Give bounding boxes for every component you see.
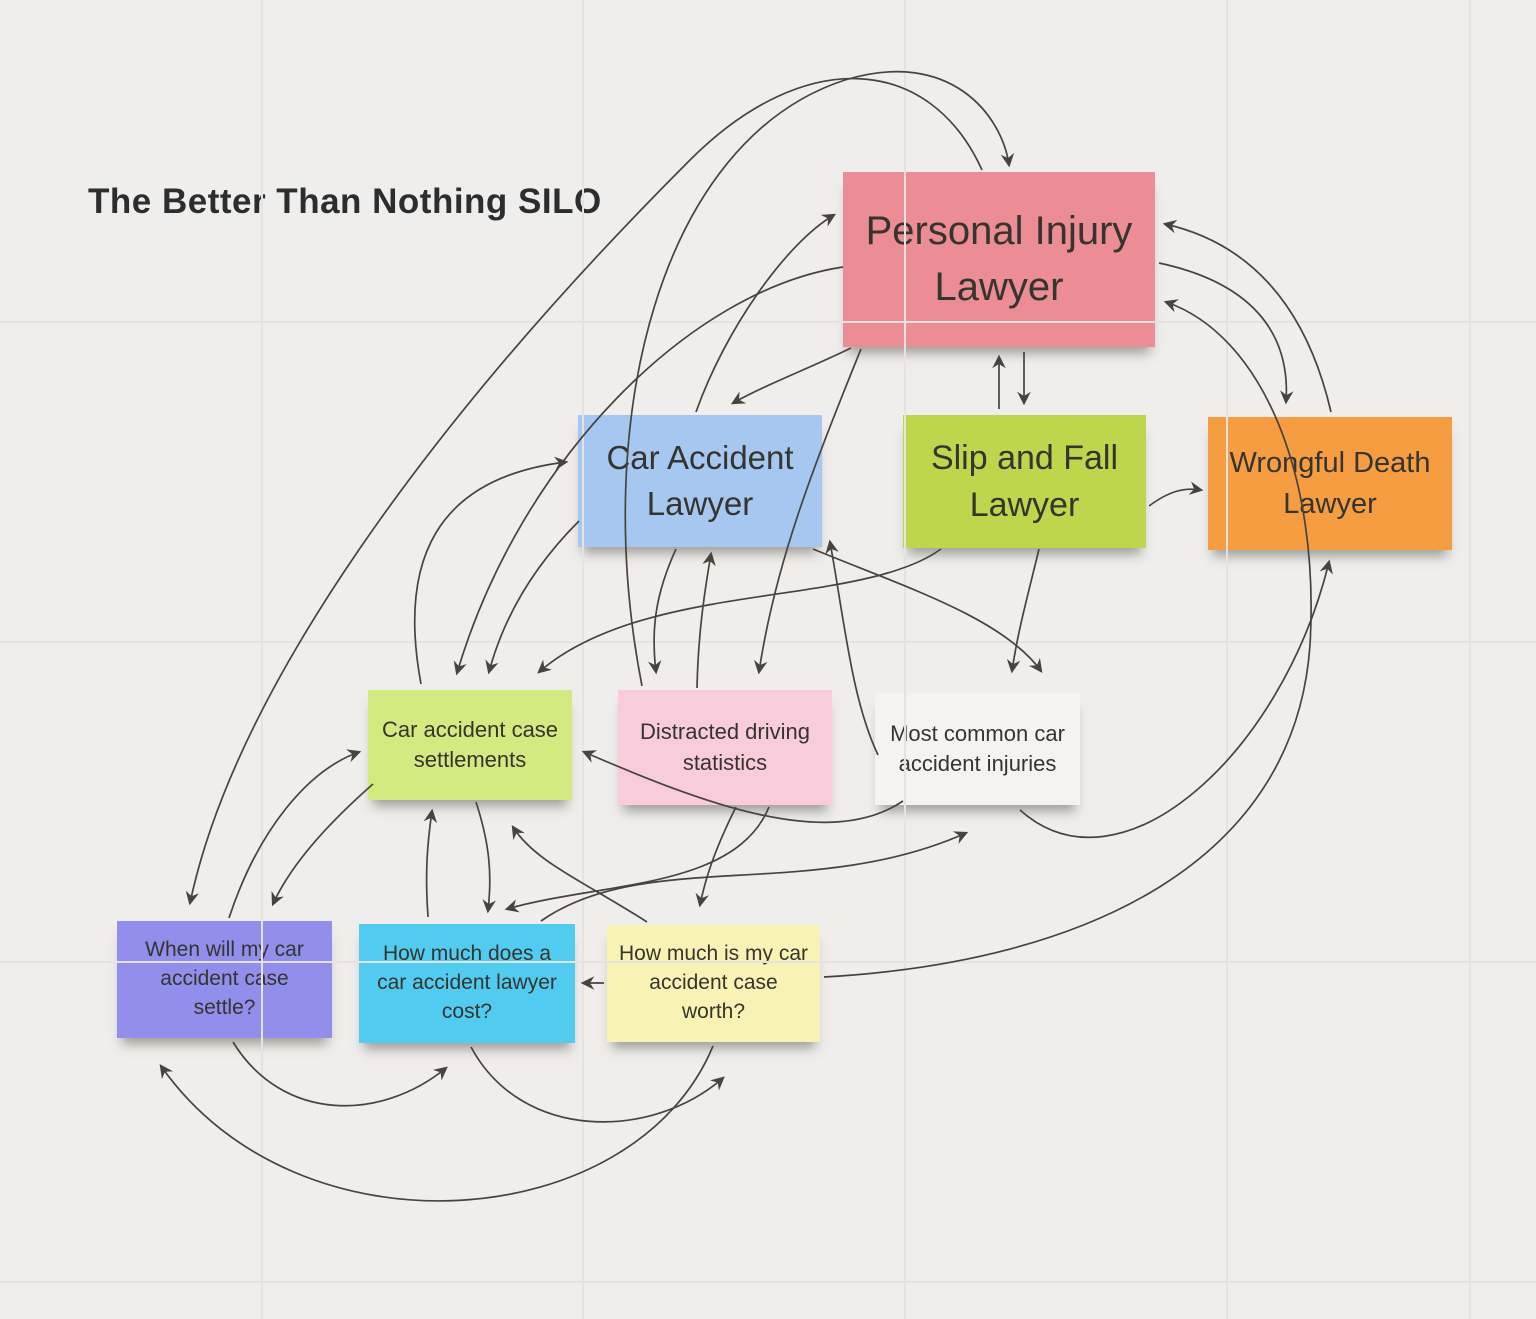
edge-when-will-my-car-accident-case-settle--how-much-does-a-car-accident-lawyer-cost (232, 1041, 448, 1107)
edge-most-common-car-accident-injuries--car-accident-lawyer (825, 539, 879, 756)
note-distracted-driving-statistics[interactable]: Distracted driving statistics (618, 690, 832, 805)
edge-car-accident-lawyer--distracted-driving-statistics (647, 548, 677, 675)
note-label: How much is my car accident case worth? (618, 942, 809, 1023)
note-label: When will my car accident case settle? (145, 938, 304, 1019)
edge-personal-injury-lawyer--car-accident-lawyer (730, 347, 852, 405)
edge-when-will-my-car-accident-case-settle--car-accident-case-settlements (228, 749, 362, 919)
note-personal-injury-lawyer[interactable]: Personal Injury Lawyer (843, 172, 1155, 347)
edge-slip-and-fall-lawyer--most-common-car-accident-injuries (1006, 548, 1040, 674)
note-label: Distracted driving statistics (640, 719, 810, 775)
note-car-accident-lawyer[interactable]: Car Accident Lawyer (578, 415, 822, 547)
note-how-much-does-a-car-accident-lawyer-cost[interactable]: How much does a car accident lawyer cost… (359, 924, 575, 1043)
note-when-will-my-car-accident-case-settle[interactable]: When will my car accident case settle? (117, 921, 332, 1038)
note-slip-and-fall-lawyer[interactable]: Slip and Fall Lawyer (903, 415, 1146, 548)
note-label: Slip and Fall Lawyer (930, 438, 1119, 524)
edge-how-much-is-my-car-accident-case-worth--car-accident-case-settlements (511, 824, 648, 923)
note-label: Most common car accident injuries (890, 720, 1065, 776)
edge-car-accident-lawyer--car-accident-case-settlements (485, 520, 580, 675)
edge-distracted-driving-statistics--personal-injury-lawyer (624, 70, 1015, 687)
note-label: Wrongful Death Lawyer (1229, 447, 1431, 520)
edge-distracted-driving-statistics--how-much-does-a-car-accident-lawyer-cost (504, 806, 770, 913)
diagram-title: The Better Than Nothing SILO (88, 182, 602, 221)
edge-car-accident-lawyer--most-common-car-accident-injuries (812, 548, 1043, 673)
note-wrongful-death-lawyer[interactable]: Wrongful Death Lawyer (1208, 417, 1452, 550)
edge-personal-injury-lawyer--wrongful-death-lawyer (1158, 262, 1294, 405)
edge-car-accident-case-settlements--how-much-does-a-car-accident-lawyer-cost (475, 801, 496, 914)
note-car-accident-case-settlements[interactable]: Car accident case settlements (368, 690, 572, 800)
edge-distracted-driving-statistics--car-accident-lawyer (696, 551, 716, 689)
note-label: How much does a car accident lawyer cost… (377, 942, 557, 1023)
edge-car-accident-case-settlements--when-will-my-car-accident-case-settle (271, 783, 374, 907)
edge-how-much-does-a-car-accident-lawyer-cost--most-common-car-accident-injuries (540, 831, 969, 922)
edge-slip-and-fall-lawyer--car-accident-case-settlements (537, 548, 942, 674)
note-label: Personal Injury Lawyer (865, 209, 1133, 309)
edge-how-much-does-a-car-accident-lawyer-cost--car-accident-case-settlements (423, 808, 438, 918)
note-label: Car Accident Lawyer (606, 439, 794, 522)
edge-car-accident-lawyer--personal-injury-lawyer (695, 213, 837, 413)
note-how-much-is-my-car-accident-case-worth[interactable]: How much is my car accident case worth? (607, 925, 820, 1042)
edge-how-much-is-my-car-accident-case-worth--when-will-my-car-accident-case-settle (159, 1045, 714, 1202)
edge-distracted-driving-statistics--how-much-is-my-car-accident-case-worth (695, 806, 737, 908)
edge-how-much-is-my-car-accident-case-worth--personal-injury-lawyer (823, 299, 1312, 978)
note-label: Car accident case settlements (381, 716, 559, 772)
edge-slip-and-fall-lawyer--wrongful-death-lawyer (1148, 481, 1204, 507)
edge-how-much-does-a-car-accident-lawyer-cost--how-much-is-my-car-accident-case-worth (470, 1046, 725, 1123)
note-most-common-car-accident-injuries[interactable]: Most common car accident injuries (875, 693, 1080, 805)
edge-wrongful-death-lawyer--personal-injury-lawyer (1162, 219, 1332, 413)
edge-car-accident-case-settlements--car-accident-lawyer (413, 456, 569, 685)
